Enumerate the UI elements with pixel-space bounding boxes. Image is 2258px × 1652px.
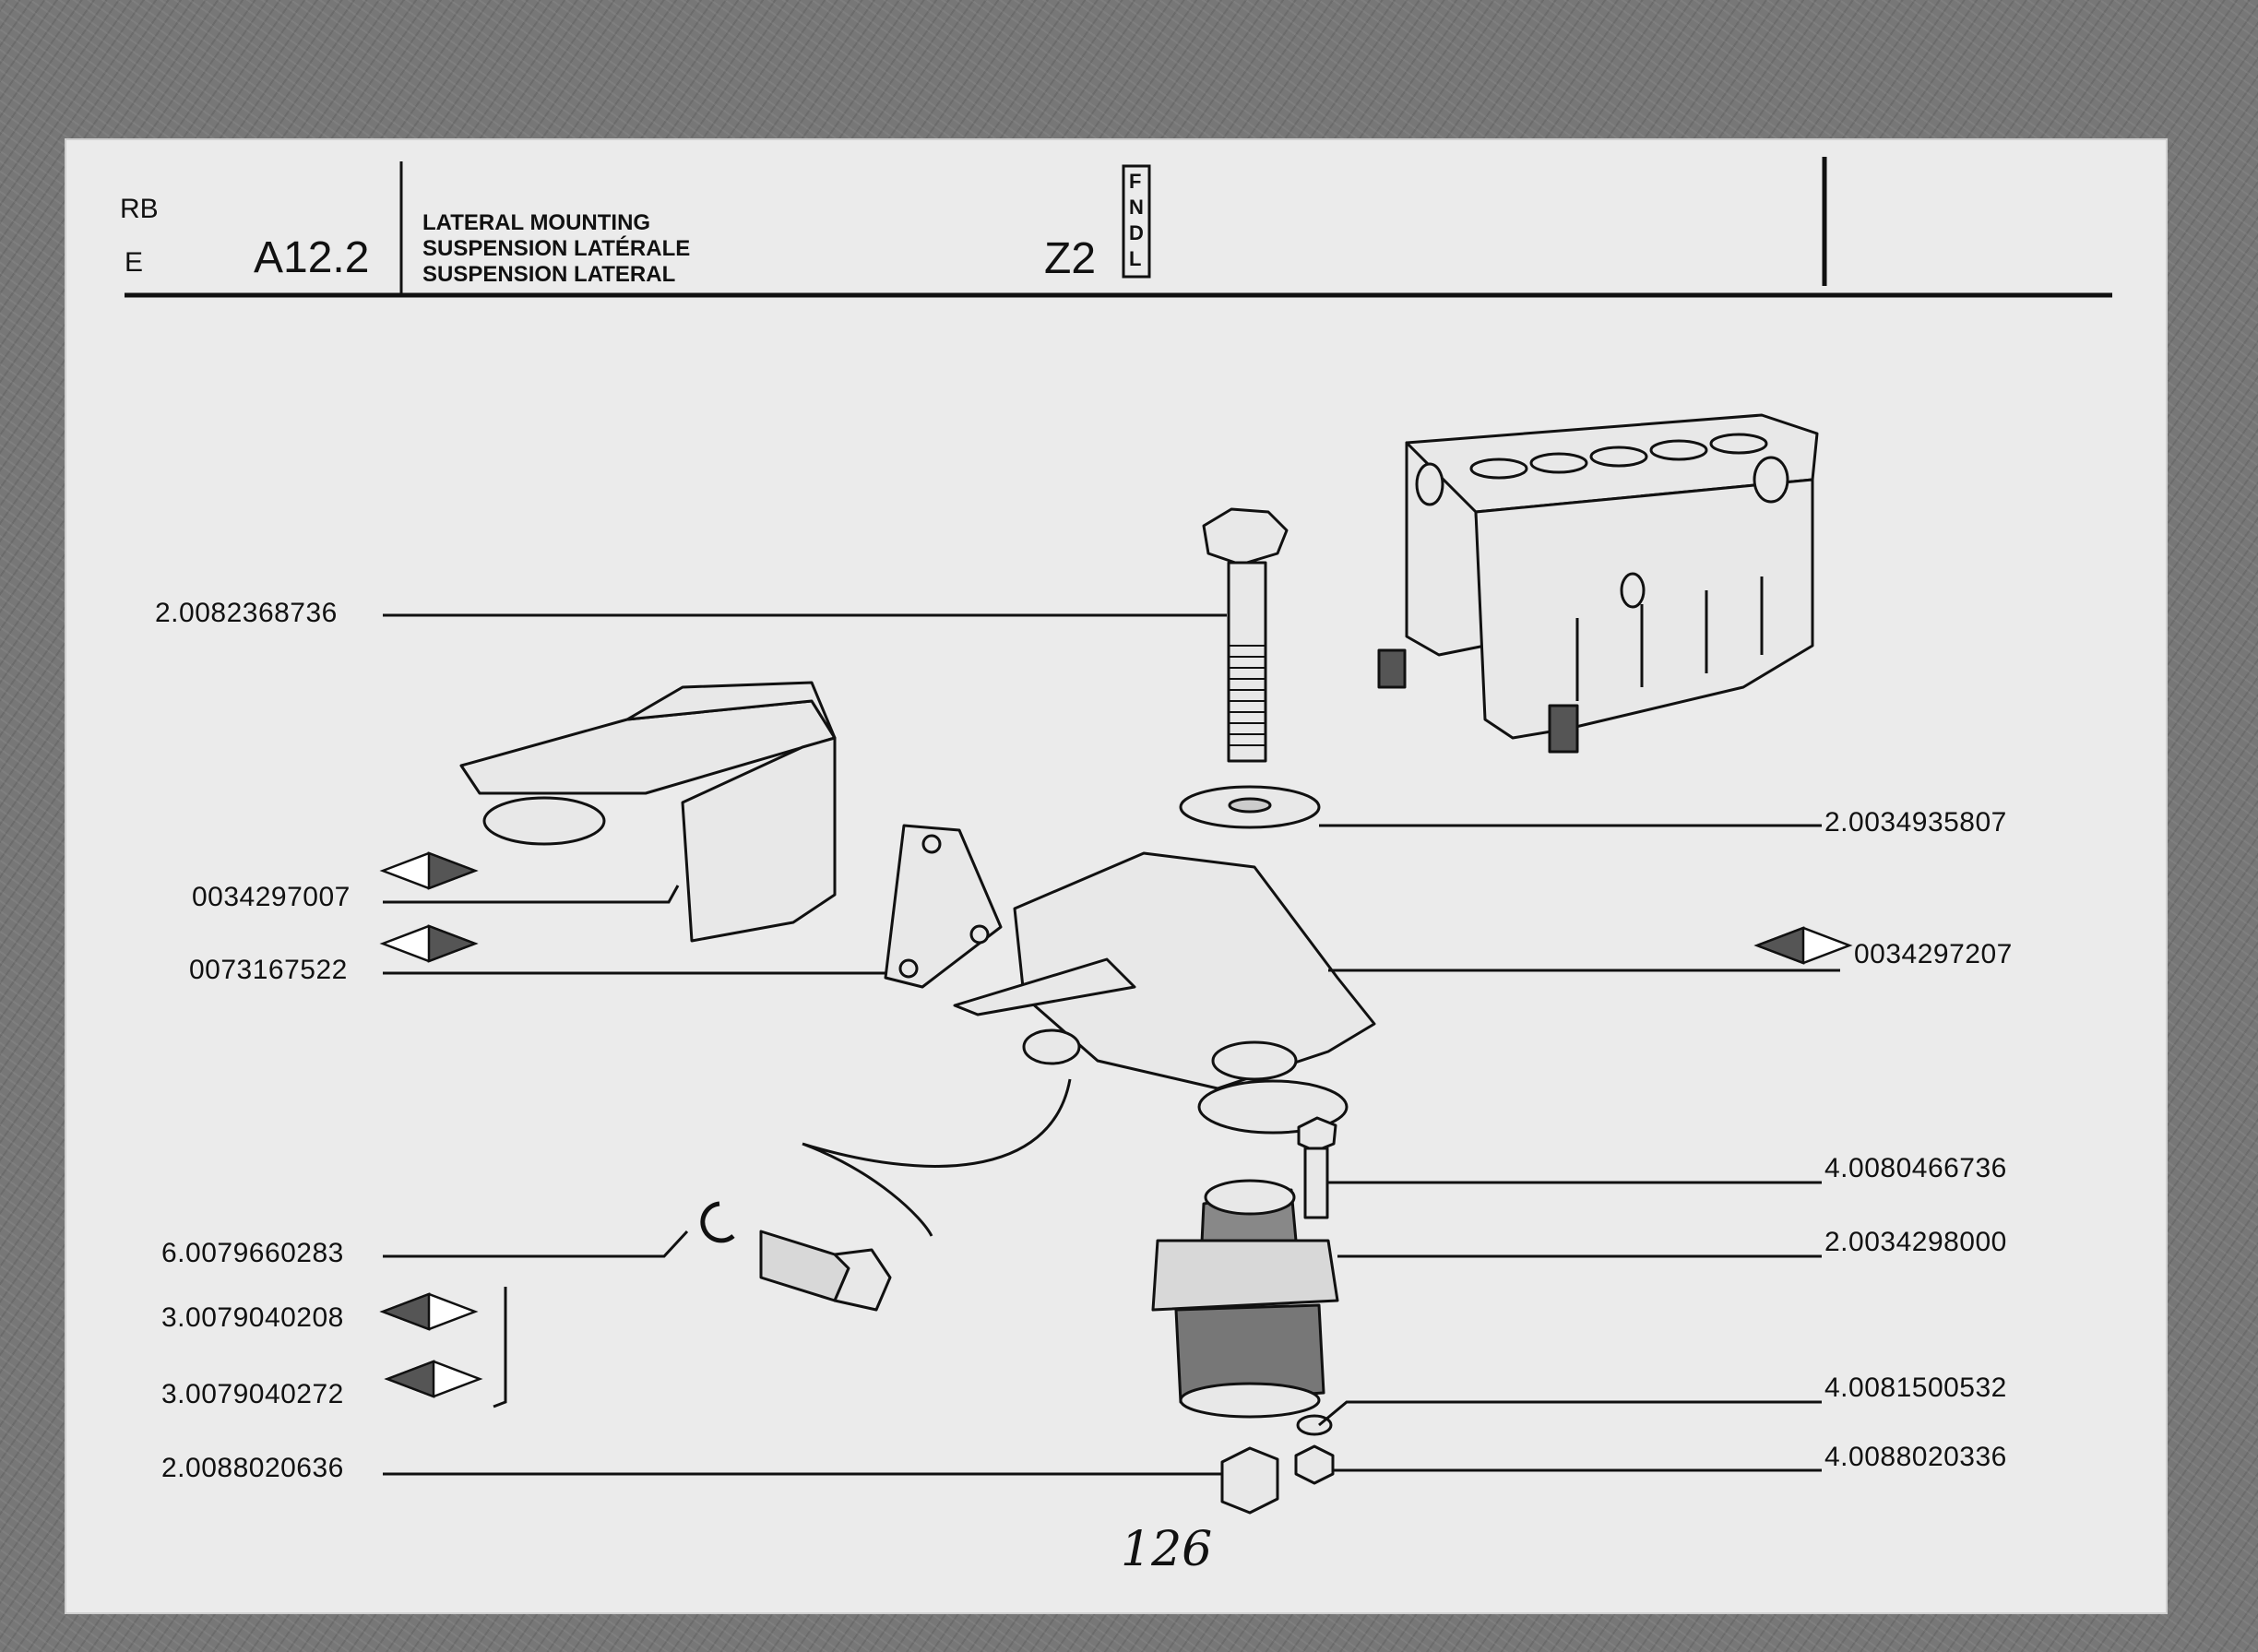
engine-block-drawing (1377, 413, 1819, 754)
title-en: LATERAL MOUNTING (422, 210, 651, 235)
small-bolt-drawing (1297, 1116, 1337, 1219)
small-nut-drawing (1294, 1444, 1335, 1485)
title-fr: SUSPENSION LATÉRALE (422, 236, 691, 261)
part-number-label: 4.0080466736 (1824, 1153, 2007, 1183)
page-number: 126 (1121, 1522, 1213, 1577)
part-number-label: 2.0034935807 (1824, 807, 2007, 838)
part-number-label: 4.0081500532 (1824, 1373, 2007, 1403)
triangular-plate-drawing (884, 824, 1003, 989)
part-number-label: 3.0079040208 (161, 1302, 344, 1333)
part-number-label: 3.0079040272 (161, 1379, 344, 1409)
long-bolt-drawing (1202, 507, 1289, 763)
code-rb: RB (120, 194, 159, 224)
rubber-mount-drawing (1151, 1179, 1339, 1419)
lang-letter-f: F (1129, 170, 1142, 193)
diamond-right-half-icon (379, 924, 479, 963)
zone-code: Z2 (1044, 234, 1097, 283)
leader-lines (383, 613, 1840, 1476)
lang-letter-n: N (1129, 196, 1144, 219)
diamond-left-half-icon (384, 1360, 483, 1398)
code-e: E (125, 247, 144, 278)
hex-bolt-drawing (759, 1230, 892, 1312)
part-number-label: 2.0088020636 (161, 1453, 344, 1483)
part-number-label: 0034297207 (1854, 939, 2013, 969)
circlip-drawing (700, 1201, 735, 1243)
diamond-right-half-icon (379, 851, 479, 890)
part-number-label: 4.0088020336 (1824, 1442, 2007, 1472)
diamond-left-half-icon (1753, 926, 1853, 965)
large-nut-drawing (1220, 1446, 1279, 1515)
lang-letter-l: L (1129, 247, 1142, 270)
part-number-label: 0073167522 (189, 955, 348, 985)
diamond-left-half-icon (379, 1292, 479, 1331)
lang-letter-d: D (1129, 221, 1144, 244)
part-number-label: 2.0082368736 (155, 598, 338, 628)
part-number-label: 6.0079660283 (161, 1238, 344, 1268)
upper-bracket-drawing (459, 681, 837, 943)
title-es: SUSPENSION LATERAL (422, 262, 676, 287)
part-number-label: 2.0034298000 (1824, 1227, 2007, 1257)
part-number-label: 0034297007 (192, 882, 351, 912)
reference-number: A12.2 (254, 233, 370, 282)
lower-bracket-drawing (953, 851, 1376, 1135)
